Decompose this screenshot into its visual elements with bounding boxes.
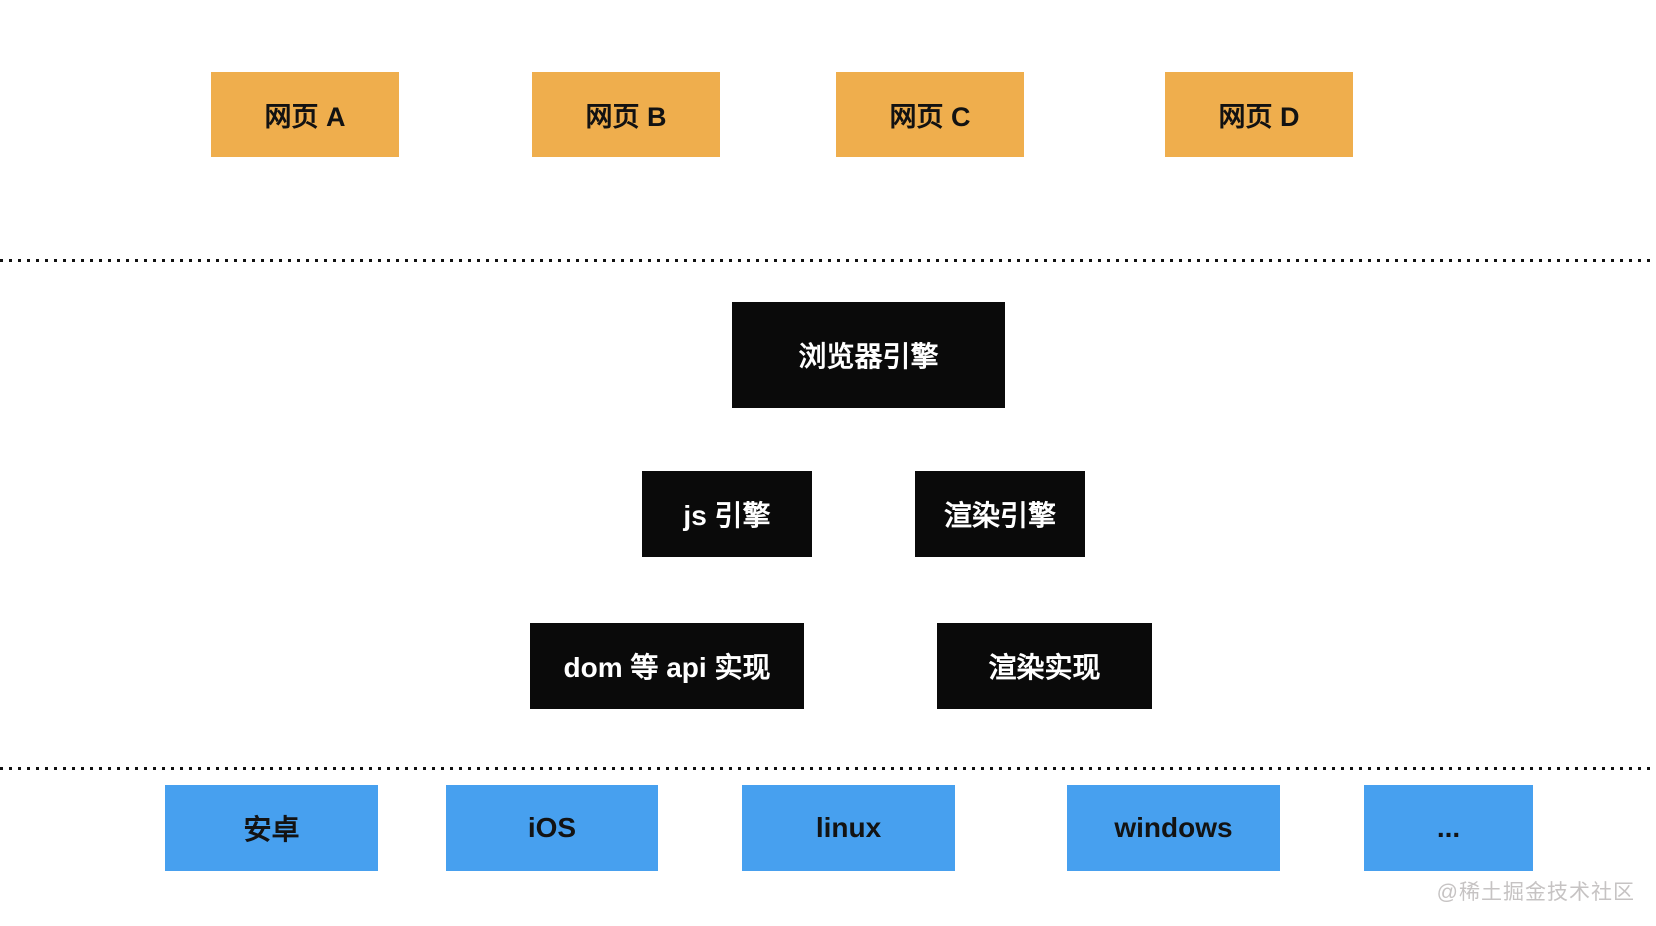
page-box-a: 网页 A <box>211 72 399 157</box>
render-impl-box: 渲染实现 <box>937 623 1152 709</box>
os-box-more: ... <box>1364 785 1533 871</box>
os-box-android: 安卓 <box>165 785 378 871</box>
browser-engine-box: 浏览器引擎 <box>732 302 1005 408</box>
page-box-d: 网页 D <box>1165 72 1353 157</box>
divider-dotted-bottom <box>0 767 1656 770</box>
page-box-c: 网页 C <box>836 72 1024 157</box>
page-box-b: 网页 B <box>532 72 720 157</box>
os-box-windows: windows <box>1067 785 1280 871</box>
divider-dotted-top <box>0 259 1656 262</box>
os-box-linux: linux <box>742 785 955 871</box>
watermark-text: @稀土掘金技术社区 <box>1436 881 1635 904</box>
js-engine-box: js 引擎 <box>642 471 812 557</box>
os-box-ios: iOS <box>446 785 658 871</box>
dom-api-impl-box: dom 等 api 实现 <box>530 623 804 709</box>
render-engine-box: 渲染引擎 <box>915 471 1085 557</box>
